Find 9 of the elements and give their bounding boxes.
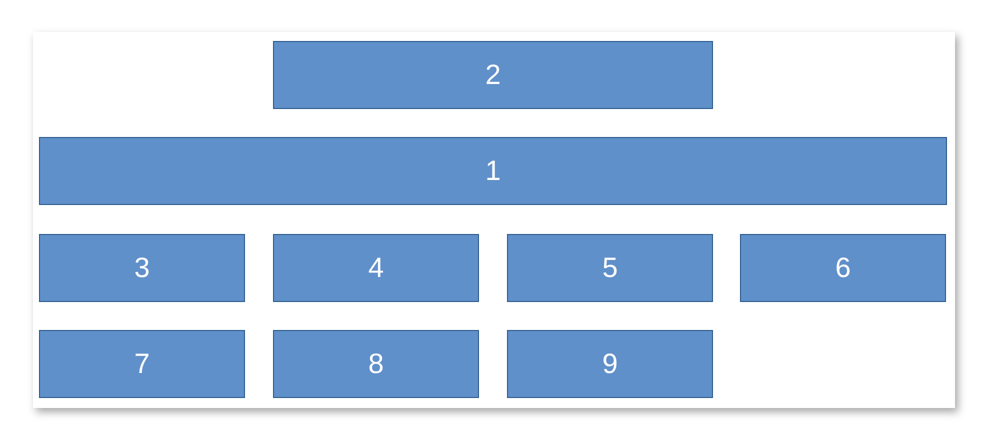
numbered-block: 6 (740, 234, 946, 302)
numbered-block: 5 (507, 234, 713, 302)
numbered-block: 2 (273, 41, 713, 109)
numbered-block: 9 (507, 330, 713, 398)
numbered-block: 7 (39, 330, 245, 398)
numbered-block: 4 (273, 234, 479, 302)
numbered-block: 1 (39, 137, 947, 205)
numbered-block: 3 (39, 234, 245, 302)
numbered-block: 8 (273, 330, 479, 398)
